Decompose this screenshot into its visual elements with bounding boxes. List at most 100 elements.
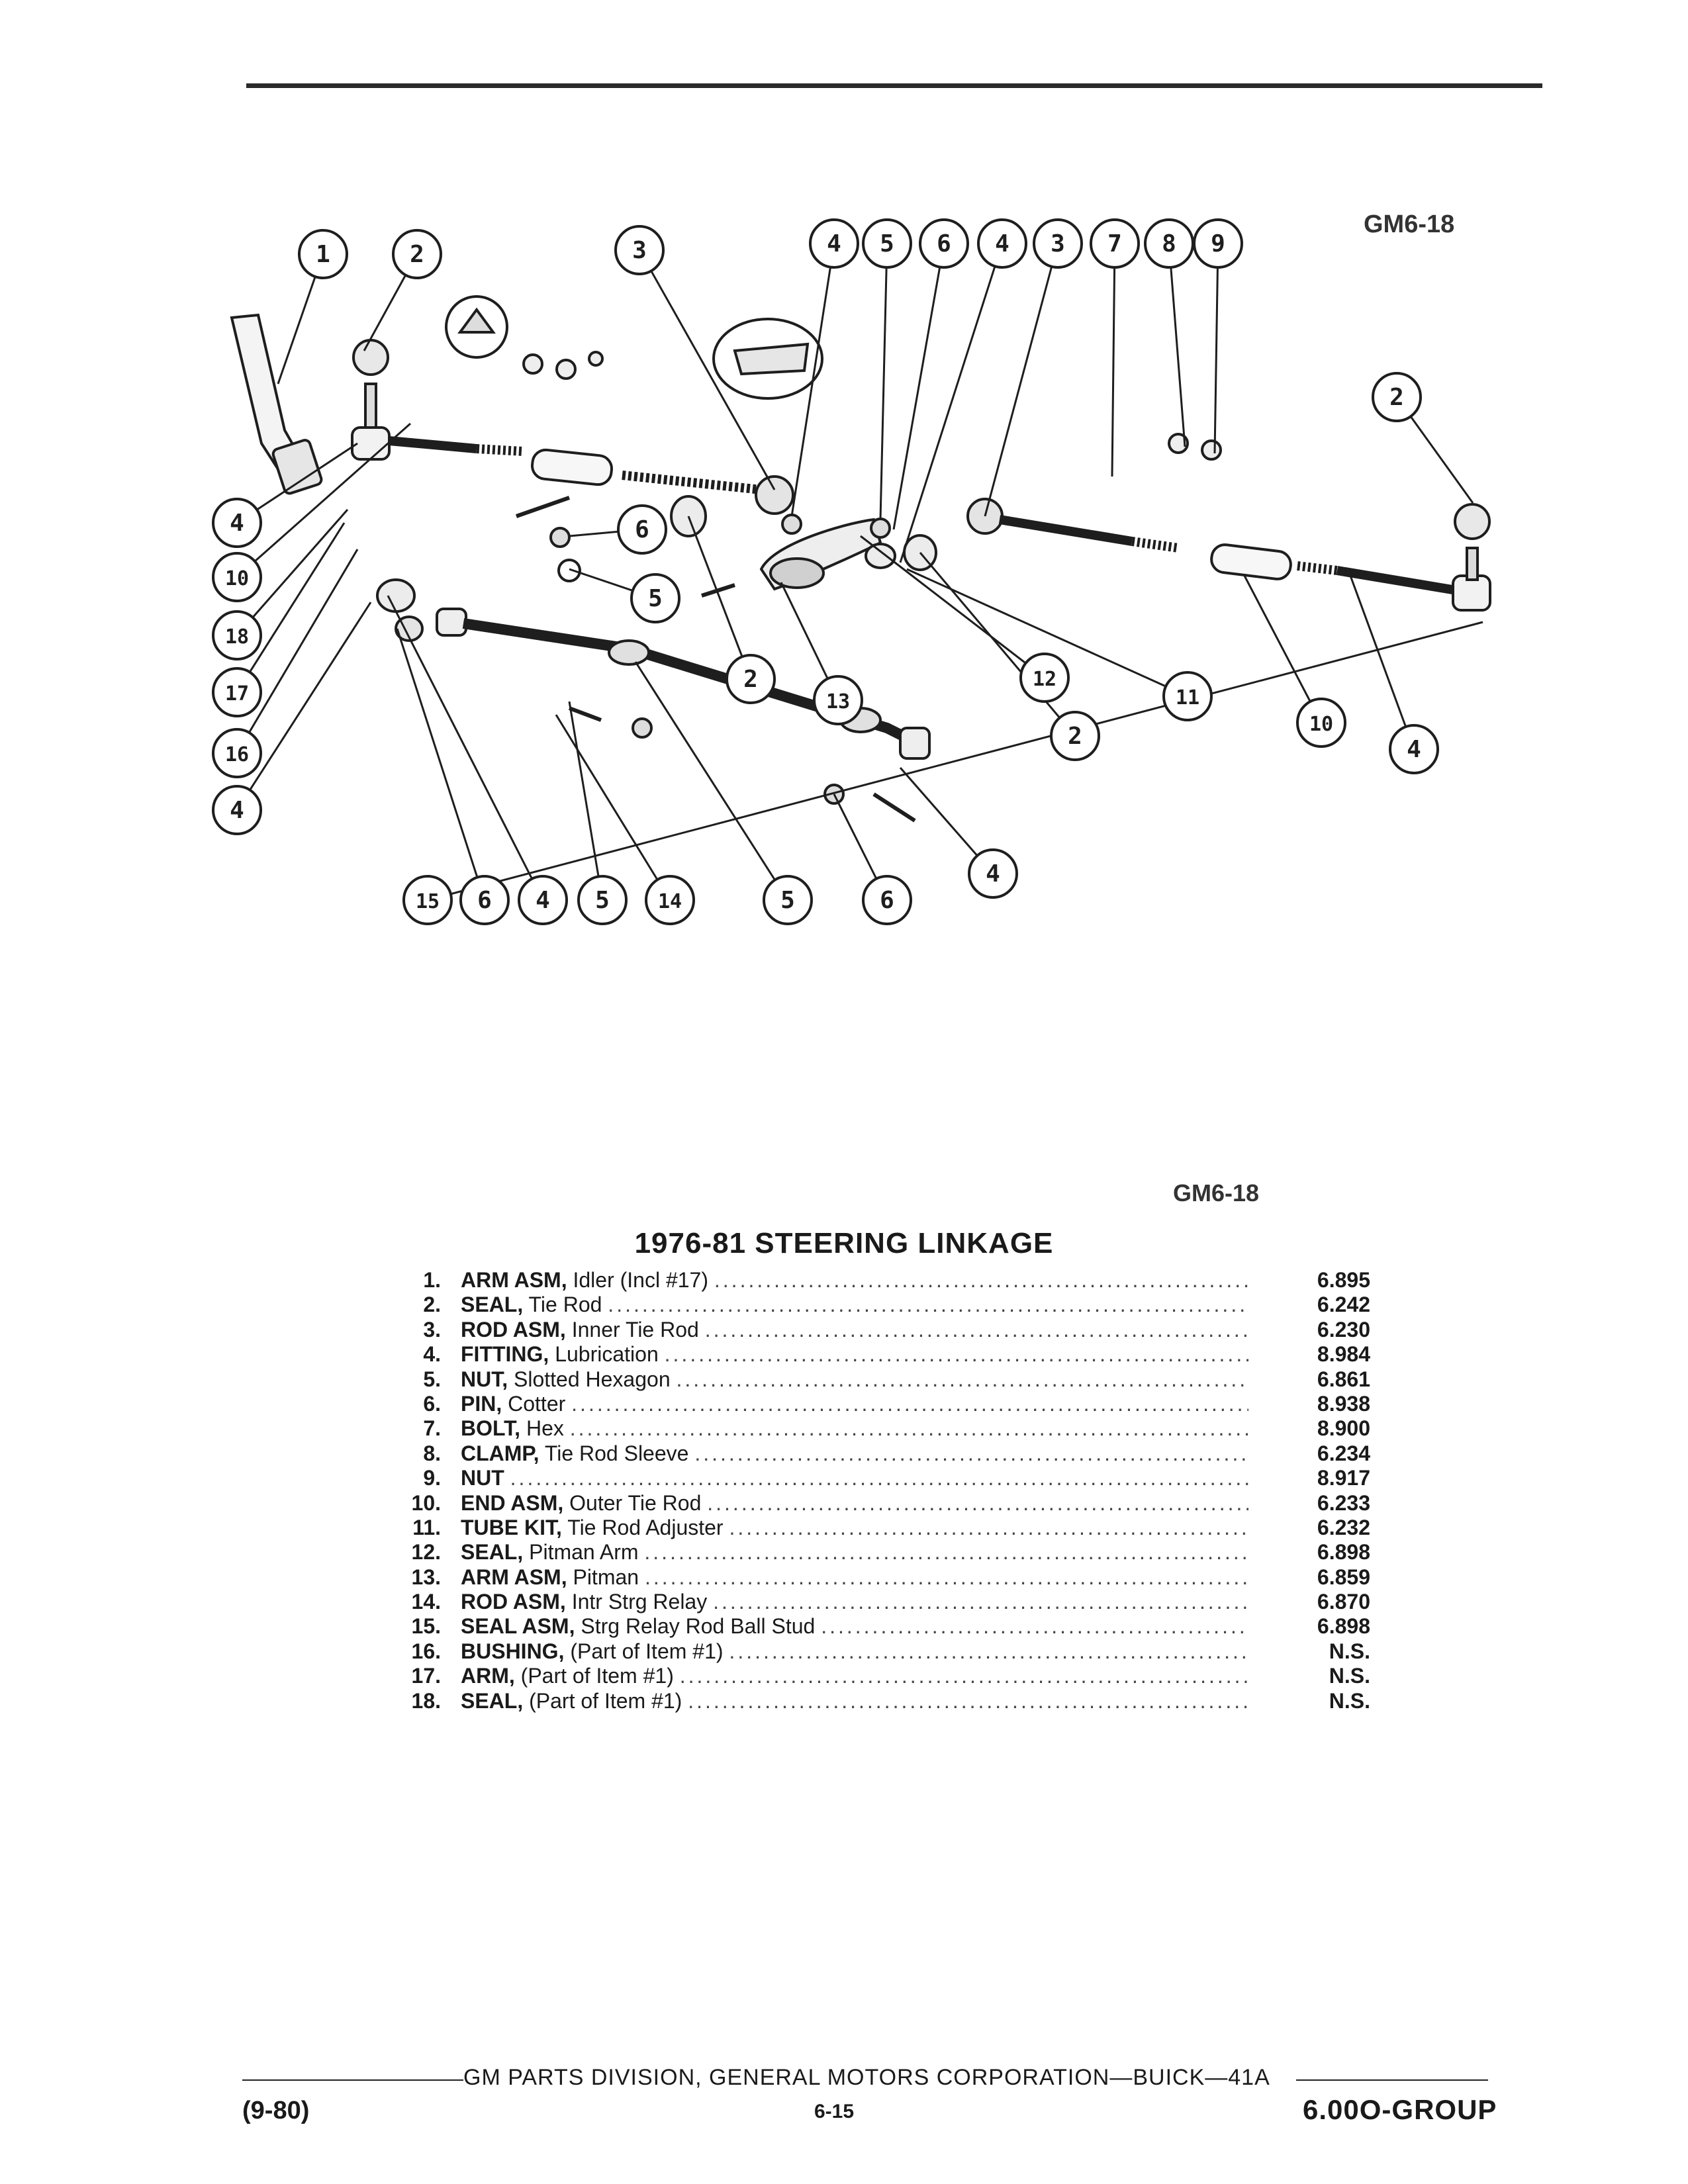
figure-code-label: GM6-18 (1173, 1179, 1260, 1206)
part-group-number: 8.900 (1317, 1416, 1370, 1441)
footer-publisher: GM PARTS DIVISION, GENERAL MOTORS CORPOR… (463, 2065, 1270, 2090)
dot-leader: ........................................… (707, 1490, 1248, 1515)
footer-date: (9-80) (242, 2097, 310, 2124)
callout-leader (236, 522, 346, 693)
callout-bubble (1193, 218, 1243, 269)
callout-bubble (1296, 698, 1346, 748)
parts-row: 18.SEAL, (Part of Item #1) .............… (371, 1689, 1377, 1713)
part-number: 12. (411, 1540, 441, 1565)
part-detail: Tie Rod Adjuster (567, 1515, 724, 1539)
part-description: FITTING, Lubrication ...................… (461, 1342, 1248, 1367)
callout-leader (555, 714, 671, 901)
part-group-number: 6.870 (1317, 1590, 1370, 1614)
page-title: 1976-81 STEERING LINKAGE (634, 1227, 1054, 1259)
callout-bubble (1019, 653, 1070, 703)
part-group-number: 8.938 (1317, 1391, 1370, 1416)
dot-leader: ........................................… (644, 1565, 1248, 1589)
dot-leader: ........................................… (729, 1639, 1248, 1663)
callout-bubble (1090, 218, 1140, 269)
part-detail: Tie Rod Sleeve (544, 1441, 689, 1465)
callout-number: 9 (1211, 230, 1225, 257)
callout-leader (892, 243, 945, 530)
parts-row: 11.TUBE KIT, Tie Rod Adjuster ..........… (371, 1516, 1377, 1540)
callout-leader (568, 701, 604, 901)
part-number: 5. (423, 1367, 441, 1391)
part-group-number: 6.230 (1317, 1317, 1370, 1342)
callout-number: 12 (1033, 668, 1056, 691)
dot-leader: ........................................… (676, 1367, 1249, 1391)
footer-group: 6.00O-GROUP (1303, 2094, 1497, 2125)
part-detail: (Part of Item #1) (570, 1639, 724, 1663)
callout-bubble (1372, 372, 1422, 422)
dot-leader: ........................................… (694, 1441, 1248, 1465)
part-number: 7. (423, 1416, 441, 1441)
callout-number: 4 (986, 860, 1000, 887)
callout-leader (1213, 243, 1219, 454)
part-detail: Slotted Hexagon (514, 1367, 671, 1391)
right-adjuster-sleeve (1210, 543, 1292, 580)
part-name: NUT, (461, 1367, 508, 1391)
callout-bubble (212, 728, 262, 778)
part-description: ARM ASM, Pitman ........................… (461, 1565, 1248, 1590)
left-outer-tie-rod-end (351, 426, 391, 461)
part-description: SEAL, Tie Rod ..........................… (461, 1293, 1248, 1317)
parts-row: 17.ARM, (Part of Item #1) ..............… (371, 1664, 1377, 1688)
part-name: TUBE KIT, (461, 1515, 562, 1539)
parts-row: 13.ARM ASM, Pitman .....................… (371, 1565, 1377, 1590)
callout-bubble (862, 875, 912, 925)
callout-leader (236, 549, 359, 754)
part-number: 1. (423, 1268, 441, 1292)
part-group-number: 6.859 (1317, 1565, 1370, 1589)
part-name: ROD ASM, (461, 1590, 566, 1614)
callout-number: 4 (230, 797, 244, 824)
callout-bubble (459, 875, 510, 925)
dot-leader: ........................................… (688, 1688, 1248, 1713)
callout-number: 5 (780, 887, 795, 914)
callout-leader (1168, 243, 1186, 447)
part-number: 16. (411, 1639, 441, 1663)
callout-leader (236, 602, 372, 811)
callout-number: 2 (1068, 723, 1082, 750)
part-detail: Strg Relay Rod Ball Stud (581, 1614, 816, 1639)
callout-leader (236, 422, 411, 578)
callout-bubble (1162, 671, 1213, 721)
parts-row: 16.BUSHING, (Part of Item #1) ..........… (371, 1639, 1377, 1664)
callout-number: 6 (477, 887, 492, 914)
part-name: NUT (461, 1466, 504, 1490)
callout-number: 10 (225, 567, 249, 590)
part-name: SEAL, (461, 1540, 524, 1565)
callout-bubble (968, 848, 1018, 899)
left-adjuster-sleeve (531, 448, 613, 486)
part-number: 9. (423, 1466, 441, 1490)
part-number: 14. (411, 1590, 441, 1614)
parts-row: 7.BOLT, Hex ............................… (371, 1416, 1377, 1441)
left-threaded-stud (476, 444, 524, 456)
dot-leader: ........................................… (644, 1540, 1248, 1565)
part-number: 11. (412, 1515, 441, 1539)
callout-bubble (763, 875, 813, 925)
part-group-number: 8.984 (1317, 1342, 1370, 1367)
callout-number: 13 (826, 690, 850, 713)
callout-bubble (630, 573, 680, 623)
part-detail: Pitman (573, 1565, 639, 1589)
callout-bubble (577, 875, 628, 925)
callout-number: 4 (1407, 736, 1421, 763)
callout-number: 2 (743, 666, 758, 693)
part-group-number: 6.233 (1317, 1490, 1370, 1515)
part-number: 4. (423, 1342, 441, 1367)
callout-number: 4 (536, 887, 550, 914)
dot-leader: ........................................… (571, 1391, 1248, 1416)
callout-leader (236, 509, 349, 636)
part-number: 6. (423, 1391, 441, 1416)
callout-bubble (212, 785, 262, 835)
part-detail: (Part of Item #1) (529, 1688, 682, 1713)
callout-number: 4 (995, 230, 1009, 257)
part-description: SEAL, (Part of Item #1) ................… (461, 1689, 1248, 1713)
dot-leader: ........................................… (569, 1416, 1248, 1441)
callout-bubble (1050, 711, 1100, 761)
callout-bubble (862, 218, 912, 269)
dot-leader: ........................................… (714, 1268, 1248, 1292)
callout-bubble (919, 218, 969, 269)
callout-bubble (392, 229, 442, 279)
